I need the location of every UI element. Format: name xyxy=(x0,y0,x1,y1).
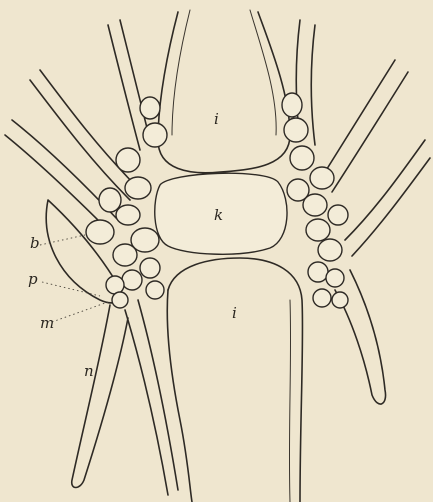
arm-upper-right-2 xyxy=(320,60,408,192)
label-p: p xyxy=(28,272,38,287)
label-m: m xyxy=(40,316,54,331)
lower-vessel-left-wall xyxy=(167,290,192,502)
label-n: n xyxy=(84,364,94,379)
label-i-lower: i xyxy=(232,306,237,321)
lower-vessel-inner xyxy=(289,300,290,502)
label-b: b xyxy=(30,236,40,251)
leader-b xyxy=(40,235,85,245)
upper-vessel-outline xyxy=(158,12,290,173)
upper-vessel-inner xyxy=(172,10,276,135)
label-k: k xyxy=(214,208,223,223)
arm-upper-left-2 xyxy=(5,120,118,232)
leader-m xyxy=(52,302,108,322)
left-spine-n xyxy=(72,305,128,488)
label-i-upper: i xyxy=(214,112,219,127)
right-spine xyxy=(335,270,386,404)
leader-p xyxy=(42,282,100,296)
left-lower-arm xyxy=(125,300,178,495)
arm-upper-right-3 xyxy=(345,140,430,256)
